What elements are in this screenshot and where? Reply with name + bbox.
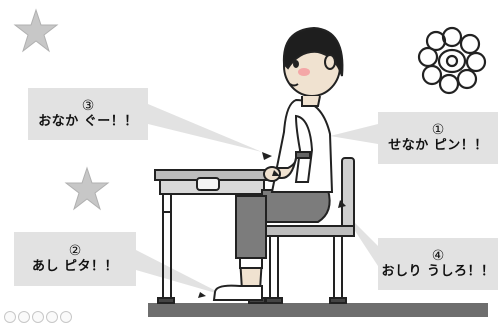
callout-back: ① せなか ピン！！ xyxy=(378,112,498,164)
callout-text: おなか ぐー！！ xyxy=(38,115,138,130)
callout-text: おしり うしろ！！ xyxy=(381,265,494,280)
zoom-tool-icon[interactable] xyxy=(46,311,58,323)
callout-belly: ③ おなか ぐー！！ xyxy=(28,88,148,140)
callout-number: ④ xyxy=(432,248,445,264)
pointer-back xyxy=(330,124,378,144)
floor xyxy=(148,303,488,317)
callout-number: ① xyxy=(432,122,445,138)
flower-icon xyxy=(419,28,485,93)
zoom-toolbar xyxy=(4,311,72,323)
callout-feet: ② あし ピタ！！ xyxy=(14,232,136,286)
zoom-tool-icon[interactable] xyxy=(4,311,16,323)
zoom-tool-icon[interactable] xyxy=(32,311,44,323)
zoom-tool-icon[interactable] xyxy=(18,311,30,323)
star-icon xyxy=(15,10,57,51)
pointer-belly xyxy=(148,104,262,152)
pointer-feet xyxy=(136,250,226,296)
callout-text: あし ピタ！！ xyxy=(32,260,118,275)
zoom-tool-icon[interactable] xyxy=(60,311,72,323)
callout-number: ③ xyxy=(82,98,95,114)
callout-text: せなか ピン！！ xyxy=(388,139,488,154)
star-icon xyxy=(66,168,108,209)
callout-number: ② xyxy=(69,243,82,259)
callout-hips: ④ おしり うしろ！！ xyxy=(378,238,498,290)
